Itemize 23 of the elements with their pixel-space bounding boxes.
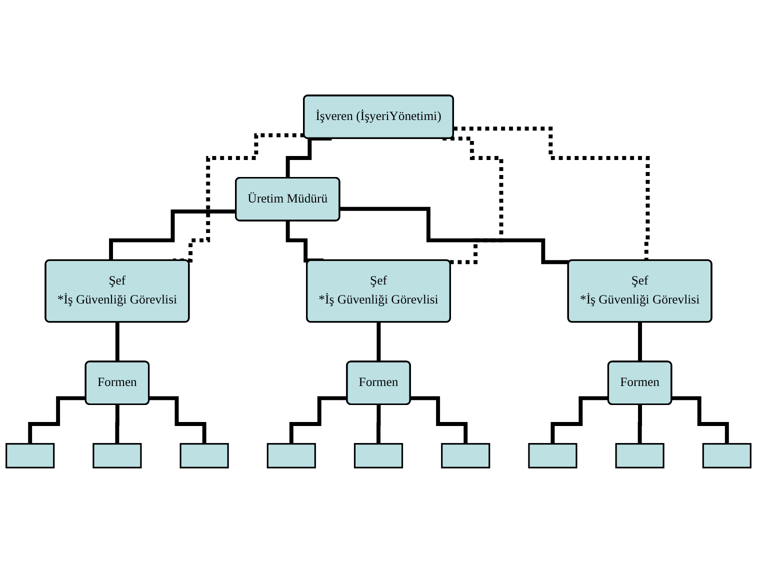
node-box (6, 443, 55, 468)
node-box (354, 443, 404, 468)
node-box (441, 443, 490, 468)
connector (115, 402, 120, 446)
connector (289, 396, 348, 446)
connector (672, 396, 729, 446)
node-box (180, 443, 229, 468)
connector (638, 402, 642, 446)
connector (410, 396, 468, 446)
connector (149, 396, 206, 446)
node-box (92, 443, 142, 468)
connector (550, 396, 609, 446)
connector (172, 133, 304, 262)
connector (376, 402, 381, 446)
connector (340, 206, 570, 264)
node-box (702, 443, 752, 468)
connector (28, 396, 86, 446)
node-box (528, 443, 578, 468)
connector (442, 136, 504, 264)
connector (286, 218, 324, 262)
node-box (615, 443, 664, 468)
connector (109, 210, 236, 262)
node-box (266, 443, 316, 468)
